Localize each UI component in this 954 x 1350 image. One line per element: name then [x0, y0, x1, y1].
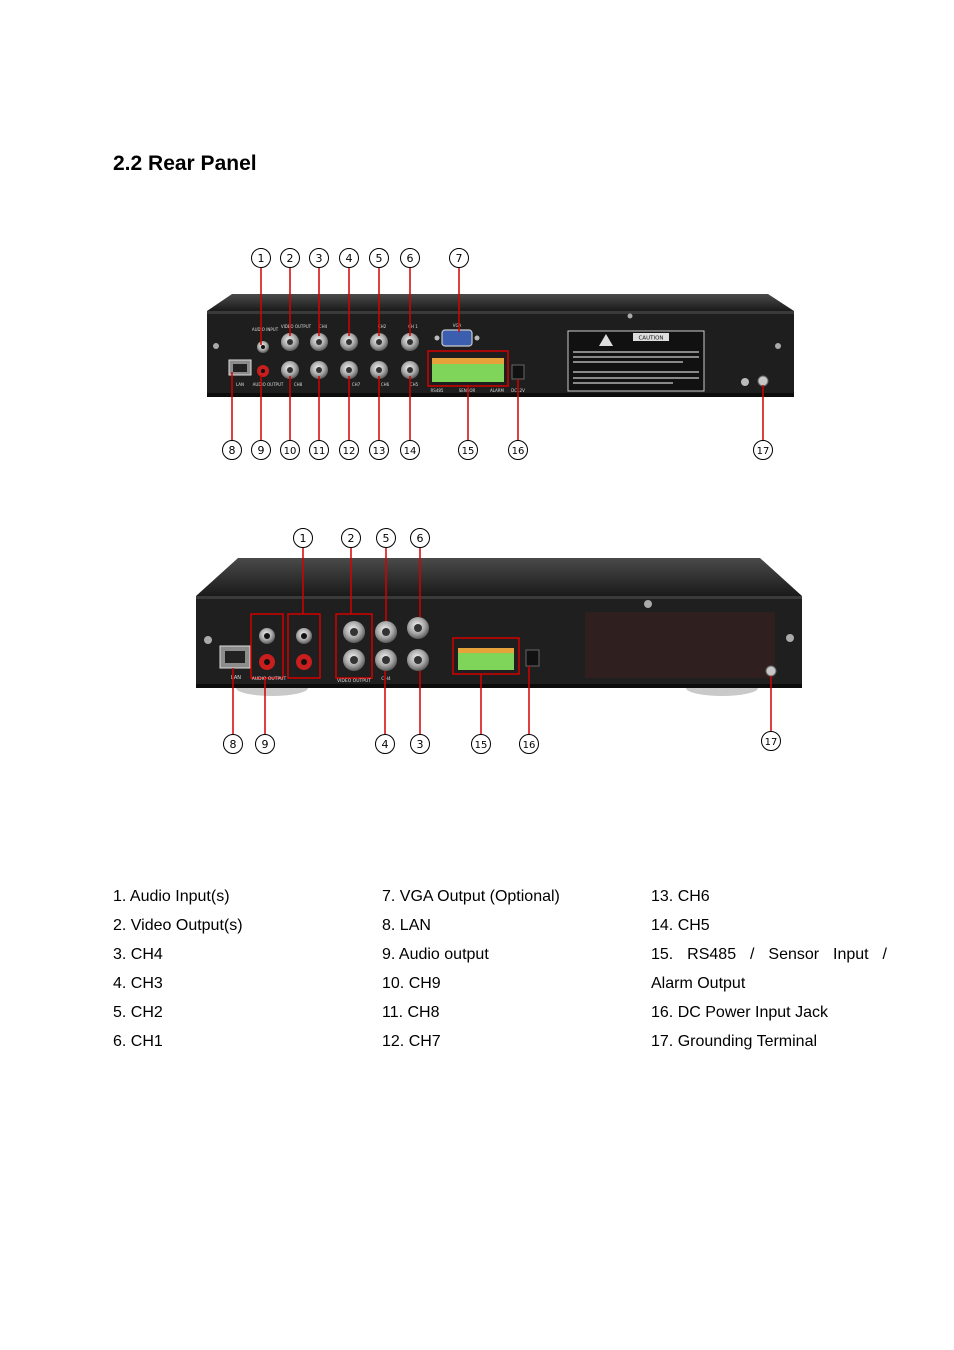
- legend-item: 12. CH7: [382, 1033, 441, 1050]
- label-ch6-top: CH6: [381, 382, 390, 387]
- label-lan-bottom: LAN: [231, 675, 241, 681]
- callout-bottom-6: 6: [417, 532, 424, 545]
- callout-bottom-2: 2: [348, 532, 355, 545]
- callout-bottom-1: 1: [300, 532, 307, 545]
- callouts-top: [222, 248, 773, 460]
- callout-top-4: 4: [346, 252, 353, 265]
- label-video-output-bottom: VIDEO OUTPUT: [337, 678, 371, 684]
- legend-column-2: 7. VGA Output (Optional) 8. LAN 9. Audio…: [382, 882, 622, 1056]
- callout-bottom-3: 3: [417, 738, 424, 751]
- callout-top-15: 15: [462, 446, 475, 457]
- vga-port-top: [441, 329, 473, 347]
- callout-bottom-4: 4: [382, 738, 389, 751]
- legend-item: 3. CH4: [113, 946, 163, 963]
- legend-item: 7. VGA Output (Optional): [382, 888, 560, 905]
- label-caution-top: CAUTION: [638, 336, 663, 342]
- bnc-row-bottom: [281, 361, 419, 379]
- legend-column-3: 13. CH6 14. CH5 15. RS485 / Sensor Input…: [651, 882, 887, 1056]
- callout-top-7: 7: [456, 252, 463, 265]
- bnc-row-top: [281, 333, 419, 351]
- legend-word: /: [882, 946, 887, 963]
- legend-item: 1. Audio Input(s): [113, 888, 230, 905]
- callout-top-8: 8: [229, 444, 236, 457]
- legend-item: 8. LAN: [382, 917, 431, 934]
- label-ch4-bottom: CH4: [381, 676, 391, 682]
- legend-item: 6. CH1: [113, 1033, 163, 1050]
- callout-bottom-16: 16: [523, 740, 536, 751]
- callout-top-13: 13: [373, 446, 386, 457]
- callout-bottom-15: 15: [475, 740, 488, 751]
- callout-bottom-17: 17: [765, 737, 778, 748]
- label-audio-input-top: AUDIO INPUT: [252, 327, 279, 332]
- legend-word: /: [750, 946, 755, 963]
- callout-bottom-5: 5: [383, 532, 390, 545]
- callout-top-10: 10: [284, 446, 297, 457]
- label-audio-output-top: AUDIO OUTPUT: [253, 382, 284, 387]
- label-ch8-top: CH8: [294, 382, 303, 387]
- callout-top-11: 11: [313, 446, 326, 457]
- label-ch2-top: CH2: [378, 324, 387, 329]
- callout-bottom-8: 8: [230, 738, 237, 751]
- label-alarm-top: ALARM: [490, 388, 505, 393]
- callout-top-2: 2: [287, 252, 294, 265]
- legend-item: 13. CH6: [651, 888, 710, 905]
- label-vga-top: VGA: [453, 323, 462, 328]
- legend-item: 10. CH9: [382, 975, 441, 992]
- callout-top-5: 5: [376, 252, 383, 265]
- callouts-bottom: [223, 528, 781, 754]
- callout-bottom-9: 9: [262, 738, 269, 751]
- callout-top-14: 14: [404, 446, 417, 457]
- rear-panel-figure: LAN AUDIO INPUT AUDIO OUTPUT VIDEO OUTPU…: [196, 248, 802, 754]
- legend-item: 16. DC Power Input Jack: [651, 1004, 828, 1021]
- legend-item: Alarm Output: [651, 975, 746, 992]
- label-video-output-top: VIDEO OUTPUT: [281, 324, 312, 329]
- dc-jack-top: [511, 364, 525, 380]
- ground-terminal-top: [757, 375, 769, 387]
- callout-top-3: 3: [316, 252, 323, 265]
- callout-top-1: 1: [258, 252, 265, 265]
- ground-terminal-bottom: [765, 665, 777, 677]
- dc-jack-bottom: [525, 649, 540, 667]
- callout-top-16: 16: [512, 446, 525, 457]
- legend-column-1: 1. Audio Input(s) 2. Video Output(s) 3. …: [113, 882, 353, 1056]
- legend-word: 15.: [651, 946, 674, 963]
- legend-item: 11. CH8: [382, 1004, 440, 1021]
- legend-item: 9. Audio output: [382, 946, 489, 963]
- label-ch1-top: CH 1: [408, 324, 418, 329]
- callout-lines-top: [231, 268, 764, 440]
- callout-top-9: 9: [258, 444, 265, 457]
- legend-item: 14. CH5: [651, 917, 710, 934]
- legend-item: 5. CH2: [113, 1004, 163, 1021]
- callout-top-17: 17: [757, 446, 770, 457]
- device-top: LAN AUDIO INPUT AUDIO OUTPUT VIDEO OUTPU…: [207, 294, 794, 397]
- callout-top-6: 6: [407, 252, 414, 265]
- device-bottom: LAN AUDIO OUTPUT VIDEO OUTPUT CH4: [196, 558, 802, 696]
- label-sensor-top: SENSOR: [459, 388, 476, 393]
- label-ch4-top: CH4: [319, 324, 328, 329]
- label-ch5-top: CH5: [410, 382, 419, 387]
- callout-lines-bottom: [232, 548, 772, 734]
- legend-word: RS485: [687, 946, 737, 963]
- terminal-block-bottom: [458, 648, 514, 670]
- callout-top-12: 12: [343, 446, 356, 457]
- legend-item: 2. Video Output(s): [113, 917, 243, 934]
- legend-item: 17. Grounding Terminal: [651, 1033, 818, 1050]
- section-heading: 2.2 Rear Panel: [113, 152, 257, 175]
- label-audio-output-bottom: AUDIO OUTPUT: [252, 676, 287, 682]
- legend-item: 4. CH3: [113, 975, 163, 992]
- legend-item-justified: 15. RS485 / Sensor Input /: [651, 940, 887, 969]
- legend-word: Sensor: [768, 946, 820, 963]
- legend-word: Input: [833, 946, 869, 963]
- label-rs485-top: RS485: [431, 388, 444, 393]
- label-ch7-top: CH7: [352, 382, 361, 387]
- label-lan-top: LAN: [236, 382, 244, 387]
